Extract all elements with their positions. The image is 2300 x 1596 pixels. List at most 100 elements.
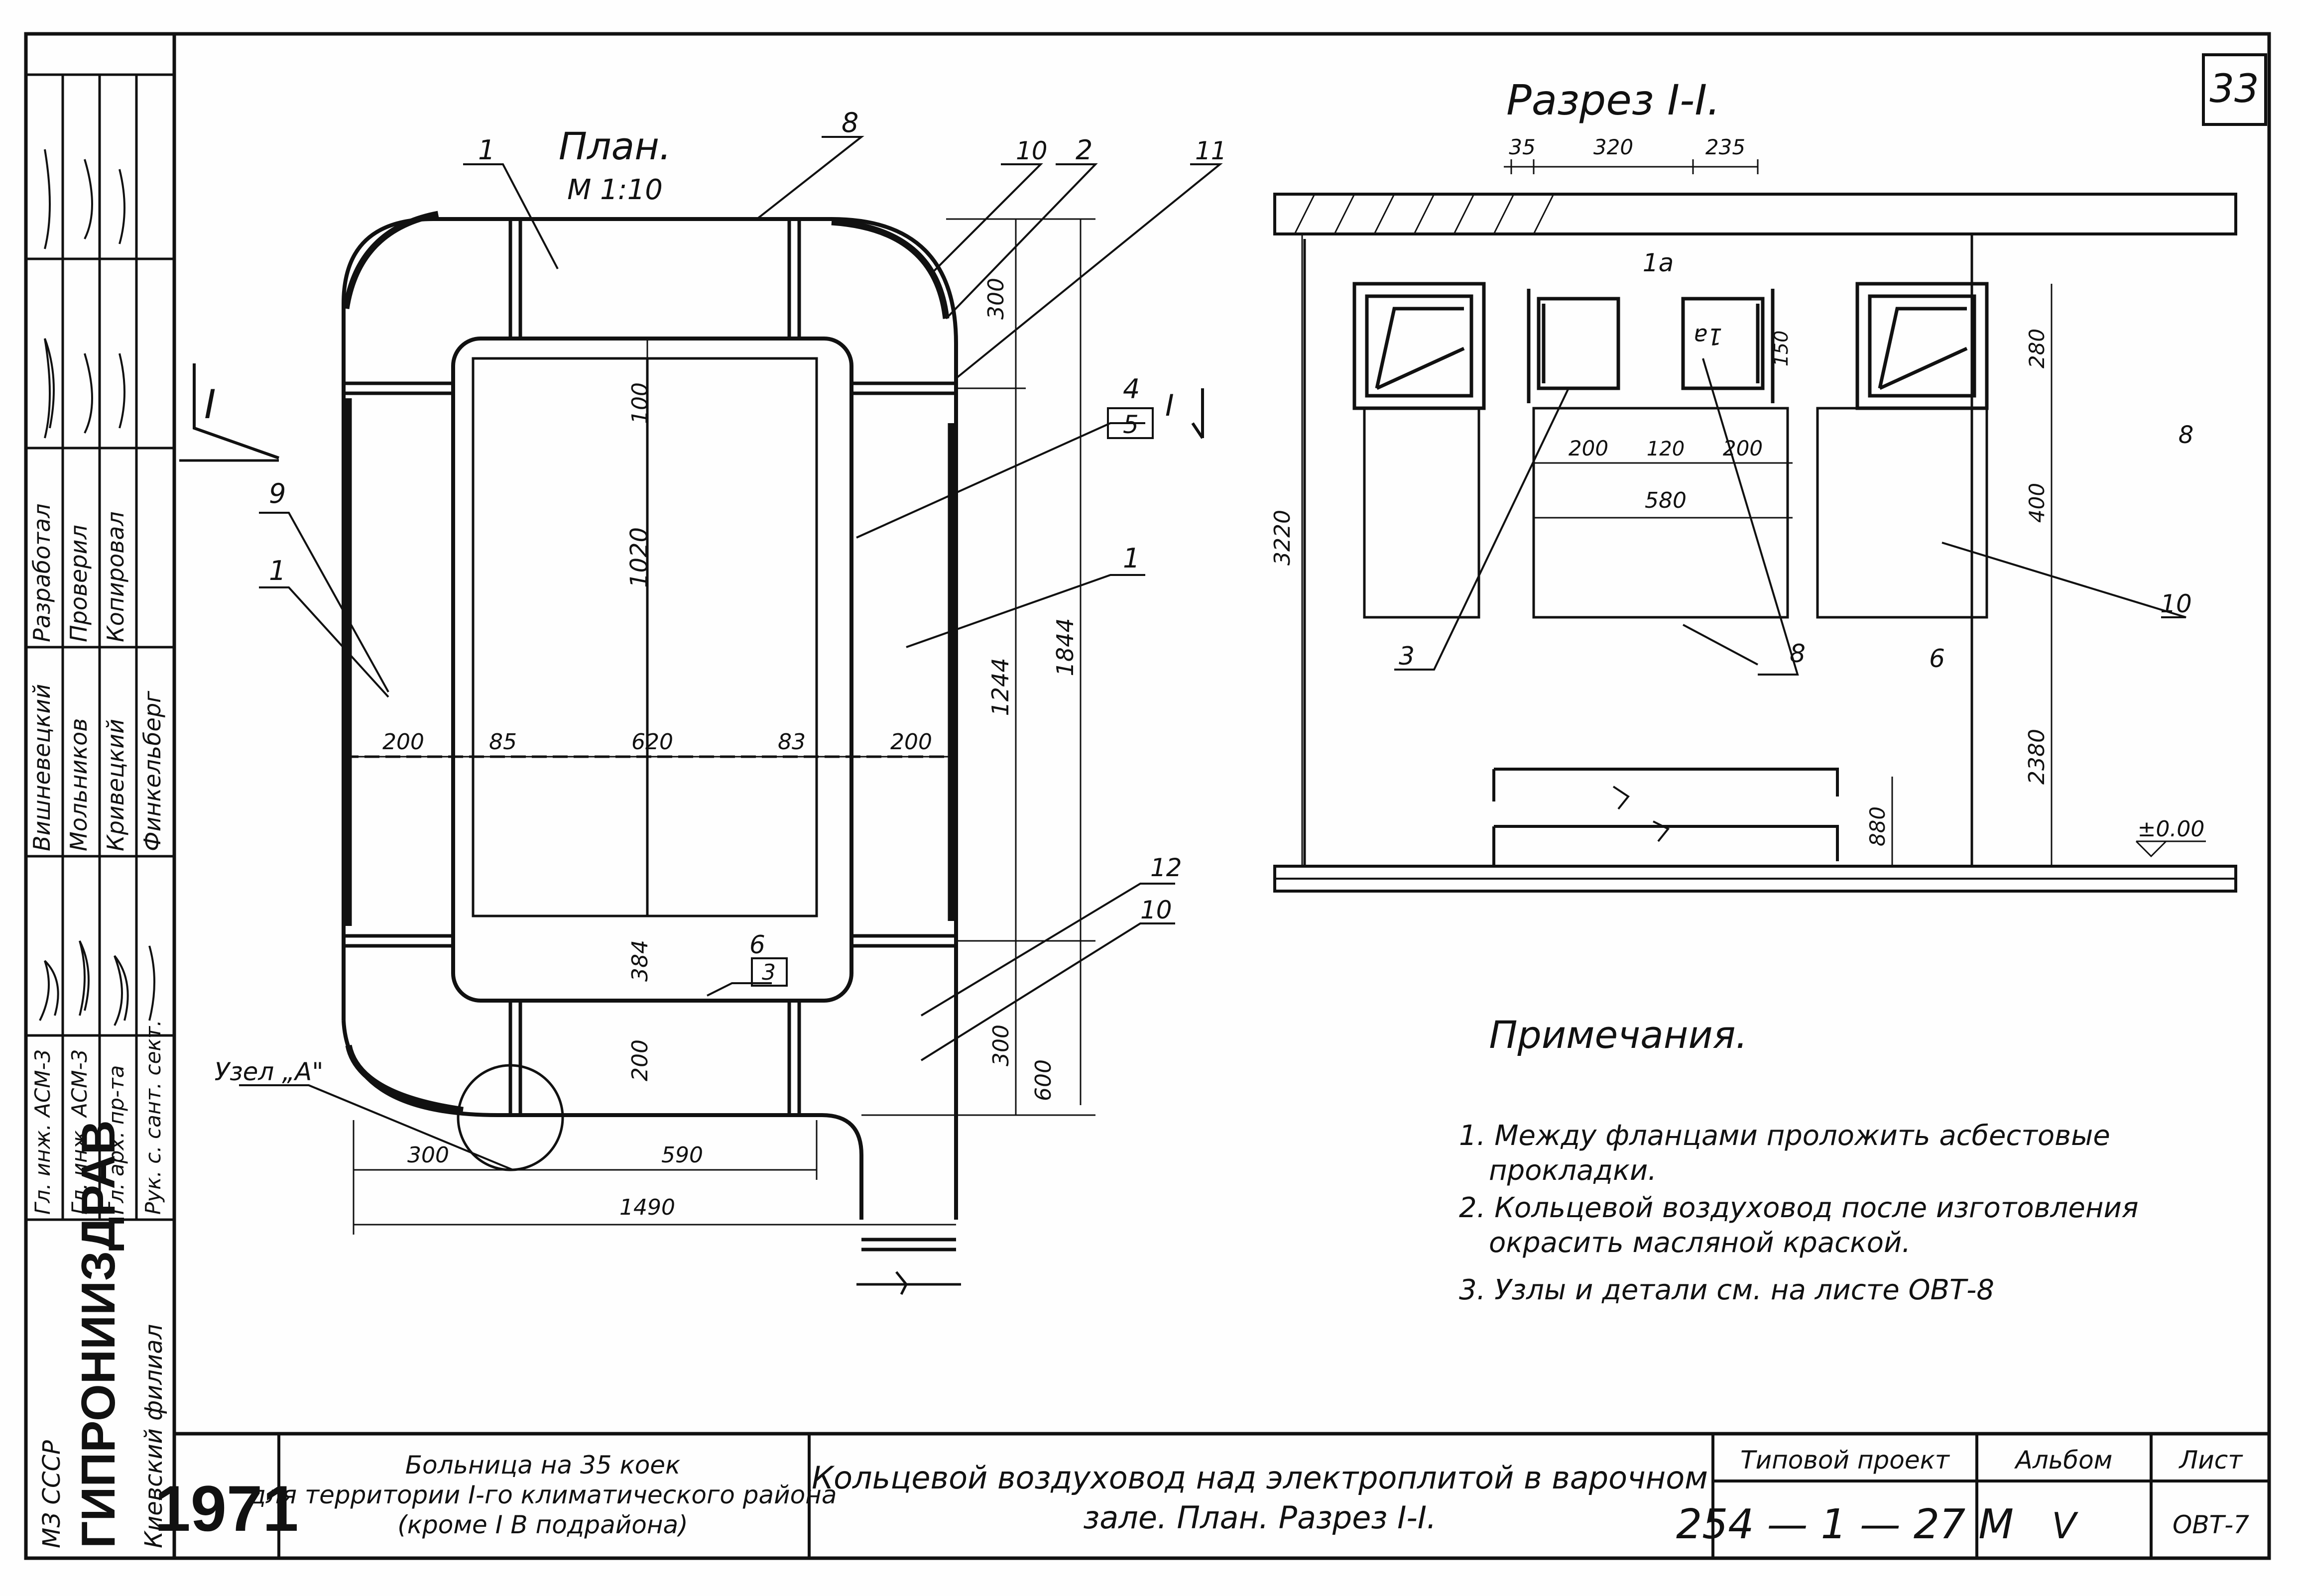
project-desc-2: для территории I-го климатического район… — [248, 1481, 837, 1509]
org-name: ГИПРОНИИЗДРАВ — [72, 1120, 125, 1548]
plan-dim-384: 384 — [627, 940, 653, 982]
plan-section-mark-left-label: I — [204, 381, 216, 428]
section-ceiling — [1273, 193, 2237, 235]
org-branch: Киевский филиал — [140, 1324, 168, 1548]
sheet-number: 33 — [2209, 67, 2259, 112]
section-level: ±0.00 — [2138, 816, 2205, 842]
plan-break-line — [856, 1271, 961, 1295]
section-floor — [1273, 865, 2237, 893]
section-dim-150: 150 — [1770, 331, 1792, 367]
section-title: Разрез I-I. — [1506, 76, 1720, 124]
role-4: Рук. с. сант. сект. — [141, 1020, 165, 1215]
plan-callout-9: 9 — [269, 478, 286, 509]
drawing-title-2: зале. План. Разрез I-I. — [1083, 1499, 1437, 1536]
year: 1971 — [154, 1472, 298, 1545]
section-dimension-lines — [1301, 234, 2206, 866]
section-dim-200a: 200 — [1569, 436, 1608, 460]
plan-section-mark-right: I — [1165, 388, 1174, 423]
section-top-dims — [1504, 159, 1759, 174]
plan-callout-1a: 1 — [478, 134, 495, 166]
plan-callout-3: 3 — [762, 960, 776, 985]
plan-callout-4: 4 — [1123, 373, 1140, 405]
sheet-frame — [24, 32, 2271, 1560]
plan-callout-3-box — [751, 957, 788, 987]
sheet-value: ОВТ-7 — [2173, 1510, 2249, 1539]
plan-dim-85: 85 — [489, 729, 517, 755]
plan-callout-5-box — [1107, 407, 1154, 439]
type-label: Типовой проект — [1740, 1446, 1950, 1475]
section-dim-2380: 2380 — [2024, 729, 2050, 785]
plan-callout-1c: 1 — [269, 555, 286, 586]
org-block: МЗ СССР ГИПРОНИИЗДРАВ Киевский филиал — [38, 1120, 168, 1548]
left-strip-roles: Гл. инж. АСМ-3 Гл. инж. АСМ-3 Гл. арх. п… — [28, 503, 166, 1215]
section-dim-120: 120 — [1647, 438, 1685, 460]
type-value: 254 — 1 — 27 М — [1676, 1501, 2014, 1548]
plan-callout-11: 11 — [1195, 136, 1227, 165]
plan-dim-590: 590 — [661, 1142, 703, 1168]
note-2: 2. Кольцевой воздуховод после изготовлен… — [1459, 1192, 2139, 1224]
name-4: Финкельберг — [139, 690, 166, 851]
plan-dim-100: 100 — [627, 382, 653, 424]
plan-duct-inner — [451, 337, 853, 1003]
plan-dim-83: 83 — [778, 729, 806, 755]
role-developed: Разработал — [28, 503, 55, 642]
role-3: Гл. арх. пр-та — [104, 1065, 128, 1215]
plan-duct-outer-thick — [343, 211, 955, 1114]
project-desc-3: (кроме I В подрайона) — [397, 1510, 688, 1539]
plan-dim-1244: 1244 — [987, 658, 1014, 716]
name-3: Кривецкий — [102, 719, 129, 851]
section-callout-8-right: 8 — [2179, 421, 2194, 449]
section-callout-3: 3 — [1399, 642, 1415, 671]
node-a-label: Узел „А" — [215, 1057, 324, 1086]
org-ministry: МЗ СССР — [38, 1440, 66, 1548]
drawing-title-1: Кольцевой воздуховод над электроплитой в… — [812, 1460, 1708, 1496]
plan-dim-200c: 200 — [627, 1039, 653, 1081]
role-checked: Проверил — [65, 525, 92, 642]
section-dim-880: 880 — [1865, 806, 1890, 846]
plan-dim-1844: 1844 — [1052, 618, 1079, 676]
plan-dim-300a: 300 — [407, 1142, 449, 1168]
section-callout-6: 6 — [1929, 644, 1945, 673]
sheet-number-box: 33 — [2202, 53, 2267, 126]
section-callout-10: 10 — [2160, 589, 2192, 618]
plan-hood — [344, 357, 956, 917]
plan-callout-10: 10 — [1016, 136, 1048, 165]
plan-callout-1b: 1 — [1123, 543, 1140, 574]
note-1: 1. Между фланцами проложить асбестовые — [1459, 1120, 2110, 1152]
plan-dimension-lines — [344, 218, 1095, 1235]
name-2: Мольников — [65, 718, 92, 851]
role-1: Гл. инж. АСМ-3 — [30, 1049, 55, 1215]
section-callout-8-bottom: 8 — [1790, 639, 1806, 668]
section-hood — [1303, 234, 1988, 866]
note-2-cont: окрасить масляной краской. — [1489, 1227, 1911, 1259]
section-ducts — [1352, 282, 1989, 410]
plan-title: План. — [559, 124, 671, 168]
name-1: Вишневецкий — [28, 684, 55, 851]
plan-callout-10b: 10 — [1140, 896, 1172, 924]
signatures — [39, 149, 155, 1026]
note-3: 3. Узлы и детали см. на листе ОВТ-8 — [1459, 1274, 1994, 1306]
left-strip-grid — [26, 73, 174, 1221]
album-label: Альбом — [2014, 1446, 2113, 1475]
plan-callout-2: 2 — [1076, 134, 1092, 166]
plan-dim-300c: 300 — [988, 1025, 1014, 1066]
section-dim-235: 235 — [1705, 135, 1745, 159]
plan-dim-1020: 1020 — [625, 527, 653, 588]
title-block-grid — [277, 1434, 2269, 1558]
section-dim-320: 320 — [1593, 135, 1633, 159]
section-dim-3220: 3220 — [1270, 510, 1295, 566]
plan-callout-12: 12 — [1150, 853, 1182, 882]
plan-dim-600: 600 — [1031, 1059, 1056, 1101]
section-leaders — [1394, 358, 2186, 676]
section-stove — [1492, 768, 1839, 866]
plan-section-mark-left: I — [179, 363, 279, 462]
sheet-label: Лист — [2179, 1446, 2244, 1475]
project-desc-1: Больница на 35 коек — [405, 1451, 681, 1480]
role-2: Гл. инж. АСМ-3 — [67, 1049, 92, 1215]
plan-dim-200b: 200 — [890, 729, 932, 755]
plan-dim-620: 620 — [631, 729, 673, 755]
plan-flanges — [344, 219, 956, 1252]
plan-dim-200a: 200 — [382, 729, 424, 755]
